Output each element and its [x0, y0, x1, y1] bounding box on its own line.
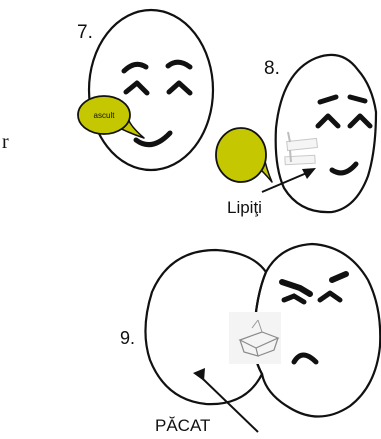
face-9-left-eye: [281, 293, 307, 305]
face-9-right-brow: [329, 271, 349, 283]
panel-9-number: 9.: [120, 328, 135, 348]
tape-strips: [284, 131, 318, 166]
panel-8-number: 8.: [264, 58, 280, 79]
panel-9: PĂCAT 9.: [120, 242, 381, 435]
pointer-label-9: PĂCAT: [155, 416, 210, 435]
face-7-outline: [87, 8, 215, 172]
panel-7-number: 7.: [77, 22, 93, 43]
face-8-right-brow: [347, 94, 368, 104]
face-7-right-brow: [165, 59, 193, 70]
pointer-arrowhead-9: [193, 368, 205, 381]
pointer-arrow-8: [261, 171, 310, 193]
panel-8: Lipiţi 8.: [215, 53, 378, 217]
face-8-left-brow: [317, 94, 339, 105]
pointer-label-8: Lipiţi: [227, 198, 262, 217]
speech-bubble-7: [77, 95, 131, 135]
face-8-left-eye: [315, 113, 341, 129]
pacat-box-image: [229, 312, 281, 364]
edge-text-fragment: r: [2, 131, 9, 153]
pointer-arrow-9: [202, 378, 259, 433]
face-8-outline: [274, 53, 378, 214]
speech-bubble-7-text: ascult: [94, 111, 116, 120]
pointer-arrowhead-8: [302, 168, 316, 179]
speech-bubble-8: [215, 127, 267, 183]
face-8-mouth: [329, 161, 359, 176]
face-9-right-eye: [317, 290, 343, 303]
face-7-left-brow: [121, 61, 149, 74]
panel-7: ascult 7.: [77, 8, 215, 172]
face-7-left-eye: [123, 80, 150, 96]
face-8-right-eye: [347, 113, 373, 129]
face-7-mouth: [133, 130, 173, 148]
face-7-right-eye: [166, 80, 193, 96]
face-9-frown: [291, 352, 319, 365]
face-9-left-brow: [279, 279, 313, 297]
